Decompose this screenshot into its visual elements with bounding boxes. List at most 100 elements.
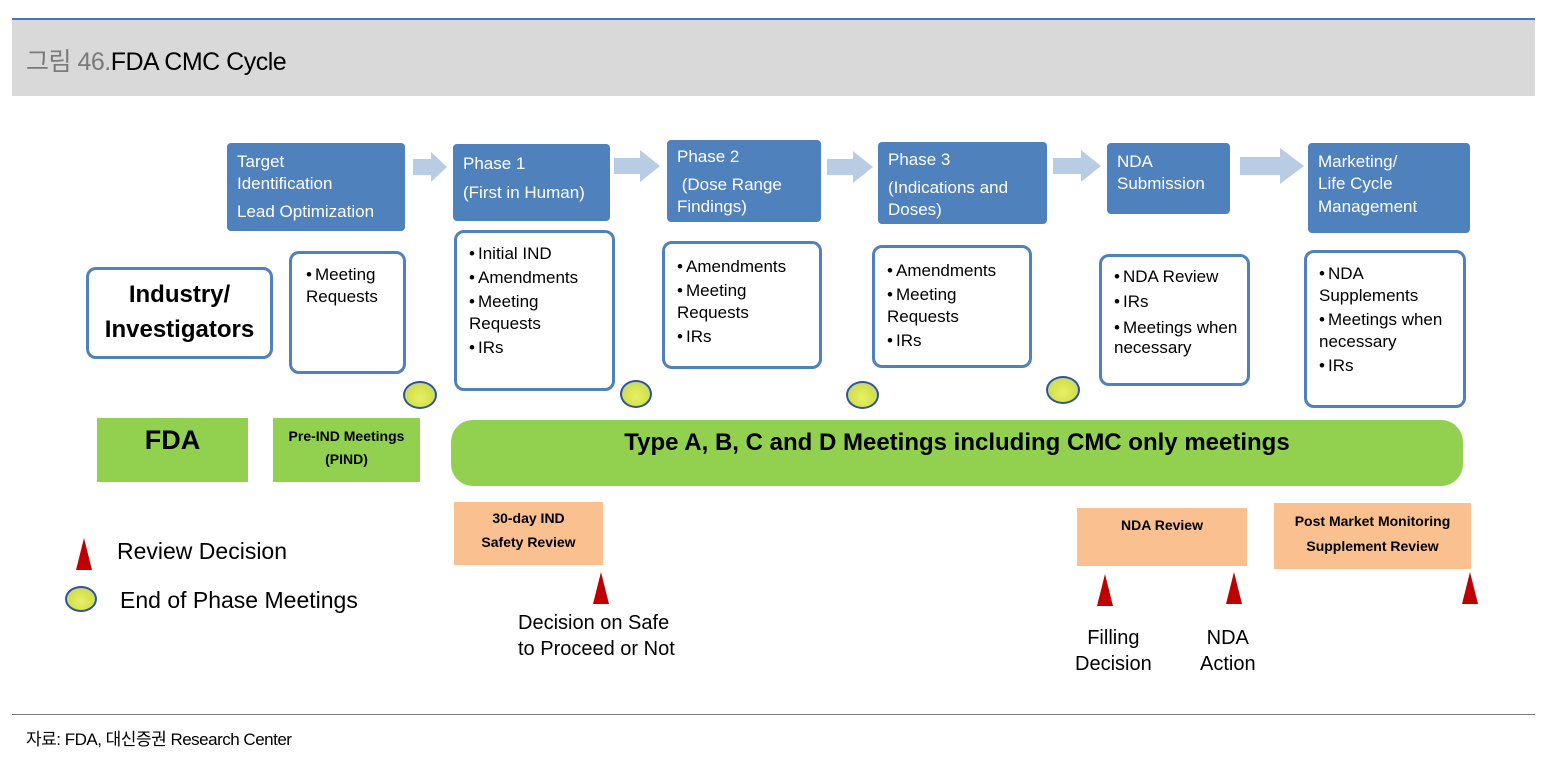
- detail-item: •NDA Review: [1114, 267, 1239, 287]
- phase-line: Phase 1: [463, 154, 526, 173]
- filling-caption-line2: Decision: [1075, 653, 1152, 675]
- bullet-icon: •: [677, 281, 683, 301]
- phase-box-nda-submission: NDA Submission: [1107, 143, 1230, 214]
- detail-item-text: Amendments: [686, 257, 787, 276]
- arrow-icon: [413, 152, 447, 182]
- detail-item-text: Meeting Requests: [887, 285, 959, 327]
- bullet-icon: •: [469, 244, 475, 263]
- detail-item-text: Amendments: [896, 261, 997, 280]
- industry-label-line2: Investigators: [104, 315, 255, 343]
- detail-item: •IRs: [887, 330, 1021, 352]
- detail-item: •Amendments: [469, 267, 604, 289]
- phase-line: Marketing/: [1318, 152, 1398, 171]
- figure-title-text: FDA CMC Cycle: [110, 48, 287, 76]
- detail-item: •Meeting Requests: [887, 284, 1021, 328]
- detail-item-text: IRs: [478, 338, 504, 358]
- pind-line1: Pre-IND Meetings: [288, 428, 405, 444]
- phase-line: Life Cycle: [1318, 174, 1393, 194]
- nda-action-caption: NDA Action: [1200, 625, 1256, 677]
- ind-safety-review-box: 30-day IND Safety Review: [454, 502, 603, 565]
- detail-box-nda-submission: •NDA Review •IRs •Meetings when necessar…: [1099, 254, 1250, 386]
- detail-item: •NDA Supplements: [1319, 263, 1455, 307]
- bullet-icon: •: [306, 265, 312, 284]
- detail-item: •Meetings when necessary: [1319, 309, 1455, 353]
- arrow-icon: [827, 151, 873, 183]
- arrow-icon: [1053, 150, 1101, 182]
- detail-item-text: Meeting Requests: [469, 292, 541, 334]
- review-decision-icon: [1226, 572, 1242, 604]
- detail-item: •Amendments: [677, 256, 811, 278]
- source-note: 자료: FDA, 대신증권 Research Center: [26, 730, 292, 749]
- fda-label: FDA: [144, 425, 201, 455]
- nda-action-caption-line1: NDA: [1206, 627, 1249, 649]
- phase-line: Submission: [1117, 174, 1205, 194]
- figure-number: 그림 46.: [26, 48, 111, 76]
- legend-end-of-phase: End of Phase Meetings: [120, 587, 358, 613]
- phase-box-phase-1: Phase 1 (First in Human): [453, 144, 610, 221]
- detail-item: •IRs: [677, 326, 811, 348]
- bullet-icon: •: [1114, 292, 1120, 312]
- detail-item-text: Initial IND: [478, 244, 552, 263]
- pind-line2: (PIND): [325, 451, 368, 468]
- end-of-phase-meeting-icon: [403, 381, 437, 409]
- legend-review-decision: Review Decision: [117, 538, 288, 564]
- detail-box-phase-3: •Amendments •Meeting Requests •IRs: [872, 245, 1032, 368]
- review-decision-icon: [1462, 572, 1478, 604]
- phase-box-phase-3: Phase 3 (Indications and Doses): [878, 142, 1047, 224]
- post-market-line2: Supplement Review: [1306, 537, 1439, 554]
- detail-item-text: Meetings when necessary: [1114, 317, 1238, 358]
- decision-caption-line1: Decision on Safe: [518, 612, 670, 634]
- bullet-icon: •: [469, 338, 475, 358]
- bullet-icon: •: [677, 327, 683, 347]
- decision-caption: Decision on Safe to Proceed or Not: [518, 610, 675, 662]
- detail-item: •IRs: [1319, 355, 1455, 377]
- post-market-review-box: Post Market Monitoring Supplement Review: [1274, 503, 1471, 569]
- detail-item-text: Meeting Requests: [306, 265, 378, 307]
- detail-item-text: IRs: [1328, 356, 1354, 376]
- phase-line: Findings): [677, 197, 747, 217]
- detail-item: •IRs: [1114, 292, 1239, 312]
- bullet-icon: •: [469, 292, 475, 312]
- fda-label-box: FDA: [97, 418, 248, 482]
- detail-item-text: IRs: [1123, 292, 1149, 312]
- phase-box-phase-2: Phase 2 (Dose Range Findings): [667, 140, 821, 222]
- detail-item-text: Meeting Requests: [677, 281, 749, 323]
- industry-label-line1: Industry/: [128, 281, 231, 308]
- bullet-icon: •: [1319, 310, 1325, 330]
- decision-caption-line2: to Proceed or Not: [518, 638, 675, 660]
- end-of-phase-meeting-icon: [846, 381, 879, 409]
- detail-item-text: Meetings when necessary: [1319, 310, 1443, 352]
- filling-caption-line1: Filling: [1087, 627, 1140, 649]
- bullet-icon: •: [469, 268, 475, 288]
- phase-box-target: Target Identification Lead Optimization: [227, 143, 405, 231]
- meetings-bar: Type A, B, C and D Meetings including CM…: [451, 420, 1463, 486]
- detail-box-marketing: •NDA Supplements •Meetings when necessar…: [1304, 250, 1466, 408]
- phase-line: (Dose Range: [677, 175, 782, 195]
- bullet-icon: •: [677, 257, 683, 276]
- meetings-bar-text: Type A, B, C and D Meetings including CM…: [624, 429, 1290, 456]
- detail-item-text: NDA Supplements: [1319, 264, 1419, 306]
- figure-title: 그림 46.FDA CMC Cycle: [26, 42, 287, 78]
- detail-item: •Meetings when necessary: [1114, 318, 1239, 359]
- detail-item-text: Amendments: [478, 268, 579, 288]
- end-of-phase-meeting-icon: [1046, 376, 1080, 404]
- phase-line: Phase 2: [677, 147, 740, 166]
- bullet-icon: •: [1114, 267, 1120, 286]
- arrow-icon: [1240, 148, 1304, 184]
- end-of-phase-meeting-icon: [620, 380, 652, 408]
- review-decision-icon: [1097, 574, 1113, 606]
- industry-investigators-box: Industry/ Investigators: [86, 267, 273, 359]
- bullet-icon: •: [887, 285, 893, 305]
- detail-item-text: NDA Review: [1123, 267, 1219, 286]
- phase-line: Target: [237, 152, 285, 171]
- detail-item: •IRs: [469, 337, 604, 359]
- detail-box-target: •Meeting Requests: [289, 251, 406, 374]
- nda-action-caption-line2: Action: [1200, 653, 1256, 675]
- bullet-icon: •: [887, 331, 893, 351]
- bullet-icon: •: [1319, 356, 1325, 376]
- header-band: [12, 20, 1535, 96]
- ind-review-line1: 30-day IND: [492, 510, 565, 526]
- detail-item: •Meeting Requests: [306, 264, 395, 308]
- filling-decision-caption: Filling Decision: [1075, 625, 1152, 677]
- phase-line: Phase 3: [888, 150, 951, 169]
